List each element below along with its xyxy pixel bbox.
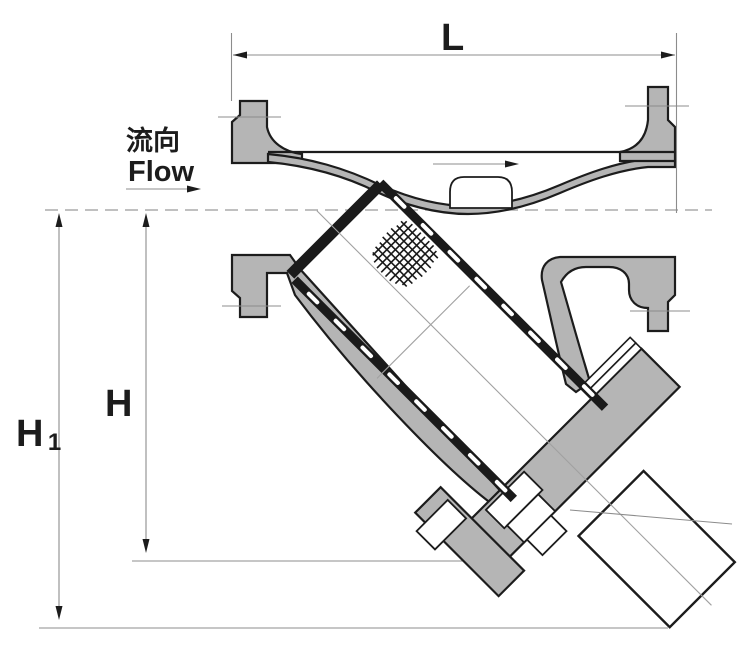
cover-gasket-strips (579, 336, 643, 400)
dimension-H: H (105, 213, 150, 553)
pipe-flow-arrow (433, 160, 519, 168)
dimension-H1-label: H 1 (16, 413, 61, 456)
strainer-basket-assembly (286, 179, 682, 598)
plug-detail (316, 210, 737, 629)
right-flange-bottom-and-arm (540, 255, 677, 394)
drain-boss-steps (415, 470, 568, 557)
wall-boss (449, 176, 513, 209)
screen-upper-wall (377, 179, 609, 411)
plug-leader-line (569, 509, 733, 525)
flow-label-en: Flow (128, 156, 194, 188)
dimension-L: L (230, 17, 678, 213)
flange-tick-marks (218, 105, 690, 312)
flow-direction-arrow (187, 185, 201, 193)
basket-cross-centerline (376, 285, 471, 379)
dimension-H-label: H (105, 383, 132, 425)
screen-mesh-symbol (372, 220, 439, 287)
dimension-H1: H 1 (16, 213, 63, 620)
flow-label-cn: 流向 (126, 125, 180, 156)
dimension-L-label: L (441, 17, 464, 59)
screen-lower-wall (291, 276, 518, 503)
left-flange-bottom-and-branch-wall (230, 253, 507, 509)
right-flange-top (618, 85, 677, 163)
flow-annotation: 流向 Flow (126, 125, 201, 193)
basket-axis-centerline (316, 210, 712, 606)
